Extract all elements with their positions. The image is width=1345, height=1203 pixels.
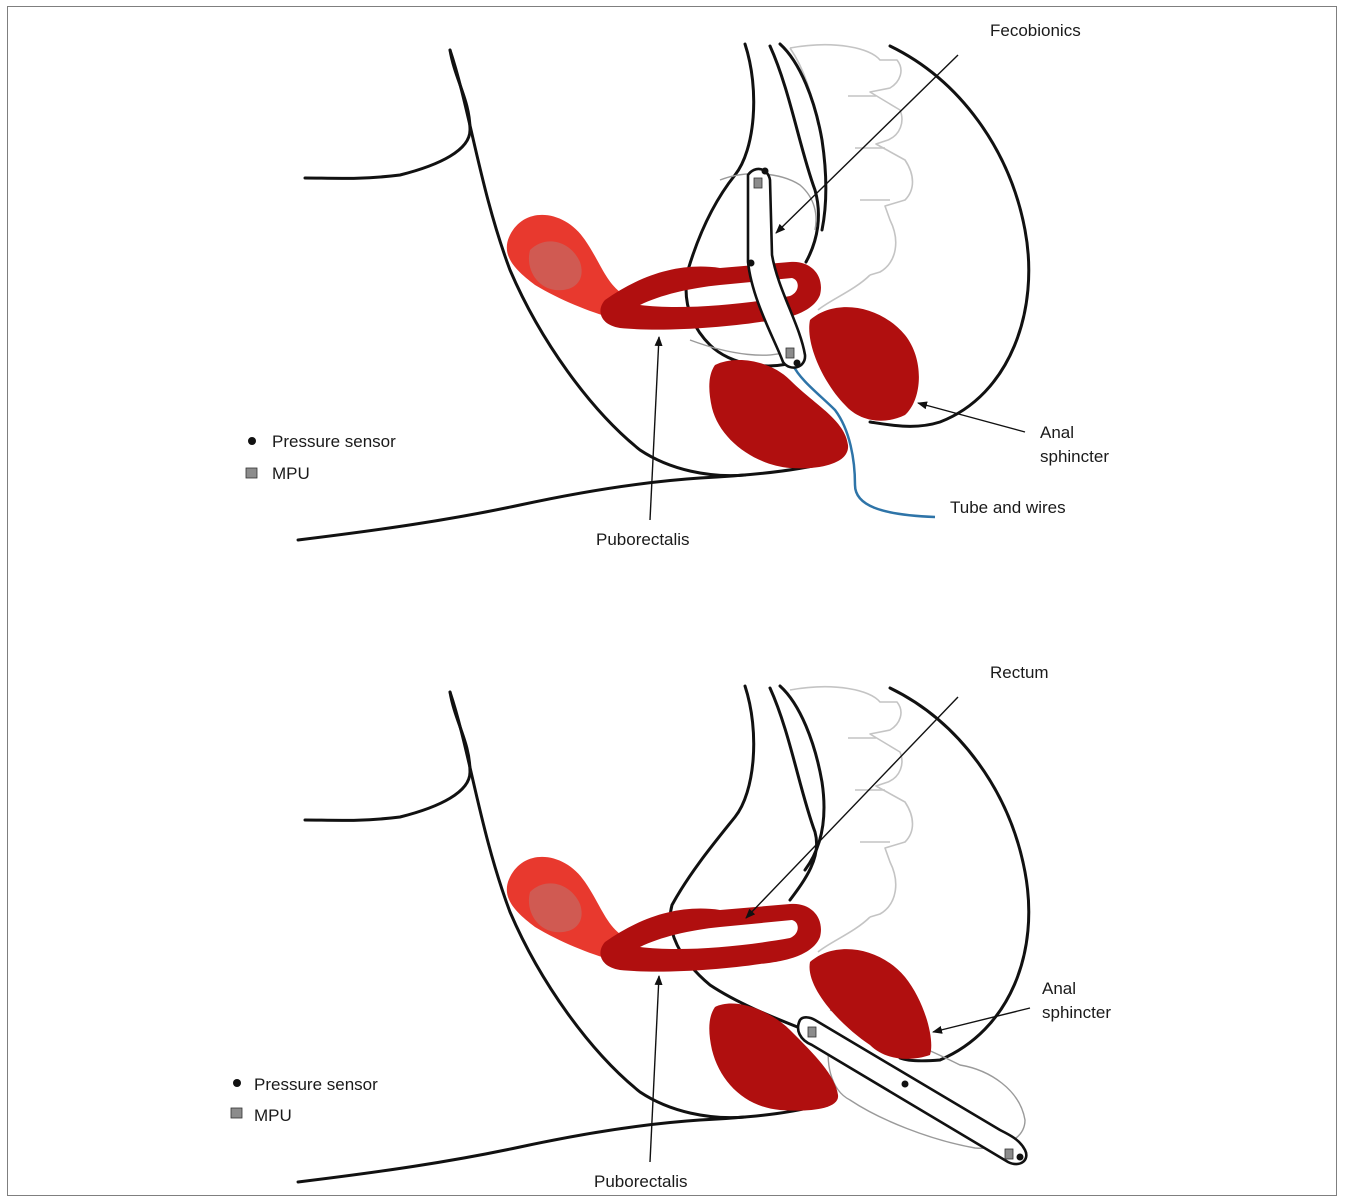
pressure-sensor-end <box>794 360 801 367</box>
puborectalis-muscle-bottom <box>600 904 821 972</box>
pressure-sensor-expelled-end <box>1017 1154 1024 1161</box>
legend-mpu-label: MPU <box>272 464 310 483</box>
arrow-sphincter-bottom <box>933 1008 1030 1032</box>
thigh-outline-bottom <box>298 1102 830 1182</box>
arrow-puborectalis <box>650 337 659 520</box>
thigh-outline <box>298 462 830 540</box>
legend-bottom: Pressure sensor MPU <box>231 1075 378 1125</box>
label-rectum: Rectum <box>990 663 1049 682</box>
arrow-rectum <box>746 697 958 918</box>
arrow-puborectalis-bottom <box>650 976 659 1162</box>
anal-sphincter-anterior-bottom <box>709 1004 838 1111</box>
label-sphincter-line2-bottom: sphincter <box>1042 1003 1111 1022</box>
label-sphincter-line2: sphincter <box>1040 447 1109 466</box>
top-panel: Fecobionics Anal sphincter Tube and wire… <box>246 21 1109 549</box>
label-sphincter-line1: Anal <box>1040 423 1074 442</box>
arrow-sphincter <box>918 403 1025 432</box>
pressure-sensor-mid <box>748 260 755 267</box>
mpu-marker-lower <box>786 348 794 358</box>
abdomen-outline <box>305 50 470 178</box>
label-sphincter-line1-bottom: Anal <box>1042 979 1076 998</box>
legend-pressure-sensor-marker <box>248 437 256 445</box>
rectum-wall-posterior <box>770 46 818 262</box>
label-puborectalis-bottom: Puborectalis <box>594 1172 688 1191</box>
rectum-wall-bottom <box>670 686 805 1030</box>
label-puborectalis: Puborectalis <box>596 530 690 549</box>
abdomen-outline-bottom <box>305 692 470 820</box>
pressure-sensor-tip <box>762 168 769 175</box>
bottom-panel: Rectum Anal sphincter Puborectalis Press… <box>231 663 1111 1191</box>
legend-mpu-label-bottom: MPU <box>254 1106 292 1125</box>
arrow-fecobionics <box>776 55 958 233</box>
legend-pressure-sensor-label-bottom: Pressure sensor <box>254 1075 378 1094</box>
legend-pressure-sensor-marker-bottom <box>233 1079 241 1087</box>
legend-mpu-marker <box>246 468 257 478</box>
mpu-marker-expelled-upper <box>808 1027 816 1037</box>
label-tube: Tube and wires <box>950 498 1066 517</box>
legend-mpu-marker-bottom <box>231 1108 242 1118</box>
pressure-sensor-expelled-mid <box>902 1081 909 1088</box>
mpu-marker-expelled-lower <box>1005 1149 1013 1159</box>
mpu-marker-upper <box>754 178 762 188</box>
label-fecobionics: Fecobionics <box>990 21 1081 40</box>
anal-sphincter-posterior <box>809 307 919 421</box>
legend-top: Pressure sensor MPU <box>246 432 396 483</box>
legend-pressure-sensor-label: Pressure sensor <box>272 432 396 451</box>
